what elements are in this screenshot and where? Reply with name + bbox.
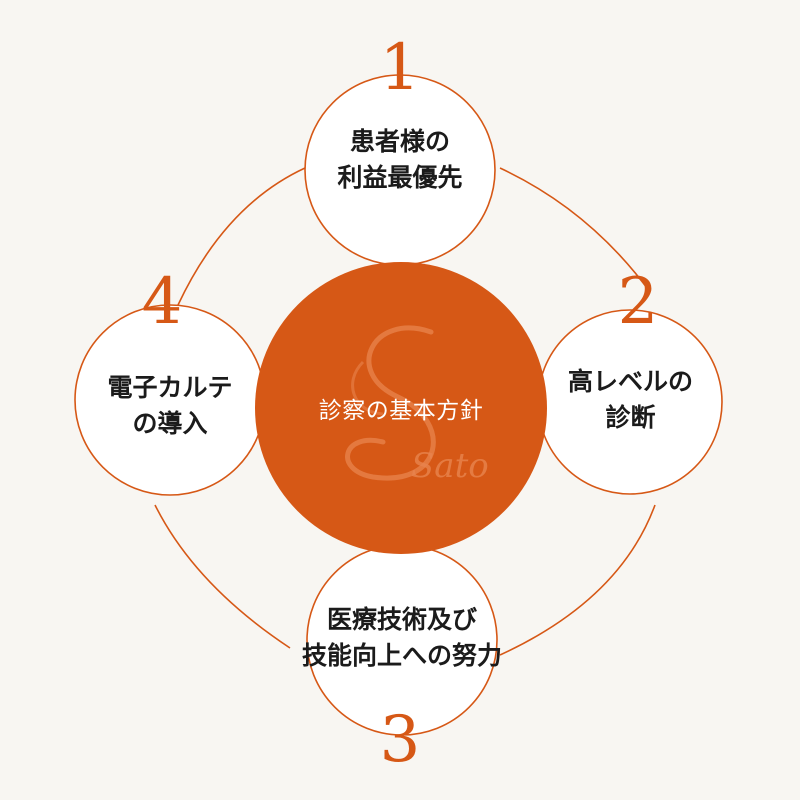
logo-text: Sato: [411, 446, 489, 486]
node-label-2-line2: 診断: [605, 403, 656, 432]
connector-1-2: [499, 167, 651, 293]
node-label-1: 患者様の 利益最優先: [320, 124, 480, 196]
node-number-3: 3: [379, 703, 421, 777]
node-label-1-line2: 利益最優先: [337, 163, 463, 192]
node-label-2: 高レベルの 診断: [548, 364, 713, 436]
node-label-3: 医療技術及び 技能向上への努力: [287, 602, 517, 674]
sato-logo: Sato: [345, 325, 489, 486]
connector-2-3: [499, 504, 656, 656]
connector-3-4: [154, 504, 291, 649]
node-label-4-line2: の導入: [132, 409, 208, 438]
node-label-2-line1: 高レベルの: [567, 367, 693, 396]
connector-4-1: [177, 167, 306, 306]
node-label-1-line1: 患者様の: [349, 127, 450, 156]
node-number-1: 1: [379, 31, 421, 105]
node-number-4: 4: [141, 265, 183, 339]
node-label-4: 電子カルテ の導入: [80, 370, 260, 442]
node-number-2: 2: [617, 265, 659, 339]
node-label-3-line2: 技能向上への努力: [301, 641, 502, 670]
node-label-4-line1: 電子カルテ: [107, 373, 233, 402]
center-circle: Sato 診察の基本方針: [255, 262, 547, 554]
node-label-3-line1: 医療技術及び: [326, 605, 477, 634]
center-title: 診察の基本方針: [318, 398, 484, 424]
